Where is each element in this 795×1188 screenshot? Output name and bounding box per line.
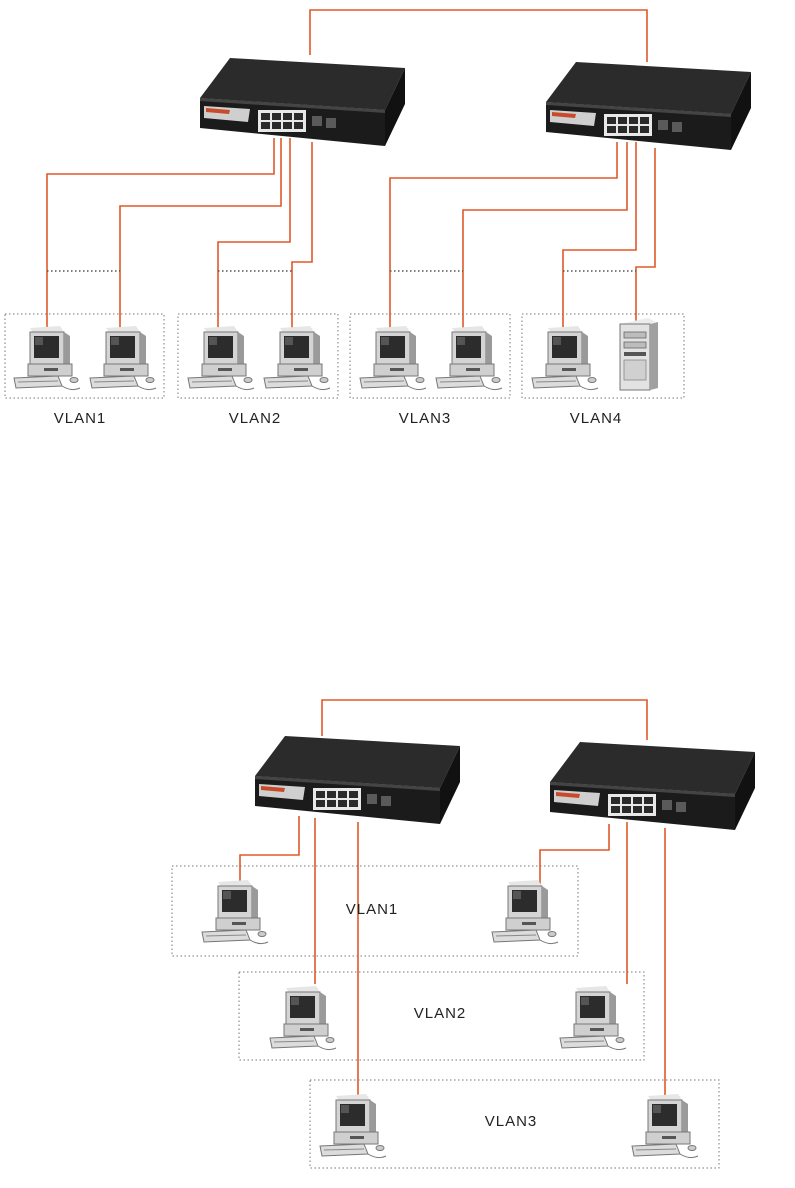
access-cable — [540, 824, 609, 886]
network-switch-icon — [550, 742, 755, 830]
desktop-computer-icon — [202, 880, 268, 944]
vlan-label: VLAN3 — [485, 1113, 538, 1130]
trunk-cable — [310, 10, 647, 62]
vlan-label: VLAN1 — [346, 901, 399, 918]
desktop-computer-icon — [320, 1094, 386, 1158]
network-switch-icon — [546, 62, 751, 150]
network-switch-icon — [200, 58, 405, 146]
access-cable — [563, 142, 636, 332]
vlan-label: VLAN1 — [54, 410, 107, 427]
vlan-label: VLAN4 — [570, 410, 623, 427]
vlan-label: VLAN2 — [229, 410, 282, 427]
desktop-computer-icon — [90, 326, 156, 390]
desktop-computer-icon — [270, 986, 336, 1050]
desktop-computer-icon — [492, 880, 558, 944]
access-cable — [120, 138, 281, 332]
desktop-computer-icon — [532, 326, 598, 390]
access-cable — [292, 142, 312, 332]
trunk-cable — [322, 700, 647, 740]
desktop-computer-icon — [360, 326, 426, 390]
desktop-computer-icon — [14, 326, 80, 390]
desktop-computer-icon — [560, 986, 626, 1050]
vlan-label: VLAN3 — [399, 410, 452, 427]
access-cable — [47, 138, 274, 332]
desktop-computer-icon — [436, 326, 502, 390]
desktop-computer-icon — [188, 326, 254, 390]
access-cable — [463, 142, 627, 332]
vlan-label: VLAN2 — [414, 1005, 467, 1022]
desktop-computer-icon — [264, 326, 330, 390]
access-cable — [240, 816, 299, 886]
network-switch-icon — [255, 736, 460, 824]
diagram-three-vlans: VLAN1 VLAN2 VLAN3 — [172, 700, 755, 1168]
access-cable — [636, 148, 655, 322]
desktop-computer-icon — [632, 1094, 698, 1158]
tower-server-icon — [620, 318, 658, 390]
access-cable — [218, 138, 290, 332]
diagram-four-vlans: VLAN1 VLAN2 VLAN3 VLAN4 — [5, 10, 751, 427]
access-cable — [390, 142, 617, 332]
